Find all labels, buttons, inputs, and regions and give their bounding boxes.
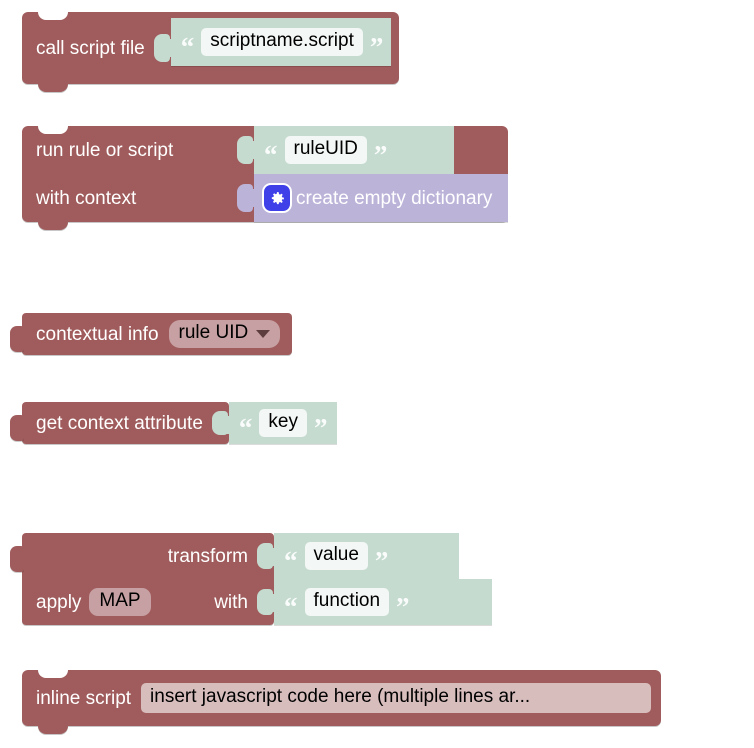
block-label: inline script (36, 687, 132, 709)
text-field[interactable]: key (259, 409, 307, 437)
dictionary-value-block[interactable]: create empty dictionary (254, 174, 509, 222)
block-call-script-file[interactable]: call script file “ scriptname.script ” (22, 11, 400, 92)
value-socket[interactable] (211, 402, 232, 444)
block-transform[interactable]: transform “ value ” apply MAP with (10, 533, 492, 625)
output-connector (10, 546, 27, 572)
block-get-context-attribute[interactable]: get context attribute “ key ” (10, 402, 338, 444)
string-value-block[interactable]: “ key ” (228, 402, 338, 444)
statement-body[interactable]: call script file “ scriptname.script ” (22, 11, 400, 92)
dictionary-label: create empty dictionary (296, 187, 493, 209)
value-socket[interactable] (237, 126, 257, 174)
output-connector (10, 415, 27, 441)
string-value-block[interactable]: “ value ” (274, 533, 459, 579)
block-label-suffix: with (214, 591, 248, 613)
block-row: inline script insert javascript code her… (22, 670, 661, 726)
gear-icon[interactable] (264, 185, 290, 211)
block-label: transform (167, 545, 248, 567)
string-value-block[interactable]: “ ruleUID ” (254, 126, 454, 174)
block-run-rule-or-script[interactable]: run rule or script “ ruleUID ” with cont… (22, 125, 509, 230)
block-label: with context (36, 187, 137, 209)
dropdown-selected-value: rule UID (178, 322, 249, 344)
block-row: apply MAP with “ function ” (22, 579, 492, 625)
chevron-down-icon (256, 329, 271, 338)
output-connector (10, 326, 27, 352)
code-field[interactable]: insert javascript code here (multiple li… (141, 683, 652, 713)
top-notch (38, 669, 68, 678)
block-contextual-info[interactable]: contextual info rule UID (10, 313, 293, 355)
string-value-block[interactable]: “ scriptname.script ” (170, 18, 392, 66)
reporter-label-area[interactable]: transform (22, 533, 277, 579)
bottom-bump (38, 221, 68, 230)
text-field[interactable]: ruleUID (284, 136, 367, 164)
map-field[interactable]: MAP (89, 588, 151, 616)
dropdown-field[interactable]: rule UID (168, 320, 281, 348)
block-row: contextual info rule UID (22, 313, 292, 355)
block-inline-script[interactable]: inline script insert javascript code her… (22, 669, 662, 734)
reporter-body[interactable]: contextual info rule UID (10, 313, 293, 355)
top-notch (38, 11, 68, 20)
reporter-body[interactable]: get context attribute “ key ” (10, 402, 338, 444)
block-label: get context attribute (36, 412, 203, 434)
value-socket[interactable] (257, 533, 277, 579)
top-notch (38, 125, 68, 134)
block-row: transform “ value ” (22, 533, 492, 579)
statement-body[interactable]: run rule or script “ ruleUID ” with cont… (22, 125, 509, 230)
reporter-label-area[interactable]: apply MAP with (22, 579, 277, 625)
bottom-bump (38, 725, 68, 734)
block-label-prefix: apply (36, 591, 82, 613)
value-socket[interactable] (257, 579, 277, 625)
value-socket[interactable] (153, 18, 174, 78)
block-label: call script file (36, 37, 145, 59)
block-row: run rule or script “ ruleUID ” (22, 126, 508, 174)
text-field[interactable]: scriptname.script (201, 28, 363, 56)
block-row: with context create empty dictionary (22, 174, 509, 222)
block-row: call script file “ scriptname.script ” (22, 12, 399, 84)
statement-body[interactable]: inline script insert javascript code her… (22, 669, 662, 734)
text-field[interactable]: value (304, 542, 368, 570)
string-value-block[interactable]: “ function ” (274, 579, 492, 625)
reporter-label-area[interactable]: get context attribute (10, 402, 232, 444)
bottom-bump (38, 83, 68, 92)
text-field[interactable]: function (304, 588, 390, 616)
reporter-body[interactable]: transform “ value ” apply MAP with (10, 533, 492, 625)
value-socket[interactable] (237, 174, 257, 222)
block-label: contextual info (36, 323, 159, 345)
block-label: run rule or script (36, 139, 174, 161)
